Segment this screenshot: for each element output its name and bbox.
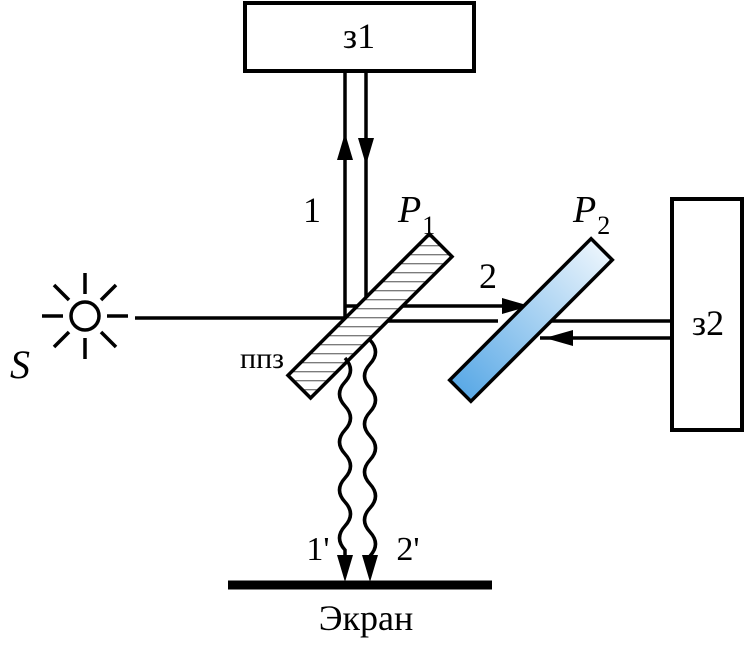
screen-label: Экран: [319, 598, 414, 638]
output-beams: [337, 338, 378, 570]
beam-2-right-arrow-icon: [502, 298, 530, 314]
source-label: S: [10, 342, 30, 387]
plate-2-label: P2: [572, 189, 610, 240]
beam-1-label: 1: [303, 190, 321, 230]
output-1-arrow-icon: [337, 555, 353, 582]
light-source-icon: [42, 273, 128, 359]
beam-1-up-arrow-icon: [337, 133, 353, 160]
mirror-1: з1: [243, 1, 476, 73]
mirror-2: з2: [670, 197, 744, 432]
mirror-2-label: з2: [692, 303, 724, 343]
output-2-label: 2': [396, 531, 419, 568]
beam-1-path: [343, 71, 368, 318]
beam-splitter-plate: [285, 231, 455, 401]
mirror-1-label: з1: [343, 16, 375, 56]
plate-1-label: P1: [397, 189, 435, 240]
beam-2-label: 2: [479, 256, 497, 296]
output-1-label: 1': [306, 531, 329, 568]
beam-2-left-arrow-icon: [545, 330, 573, 346]
output-2-arrow-icon: [362, 555, 378, 582]
beam-1-down-arrow-icon: [358, 138, 374, 165]
compensating-plate: [447, 236, 615, 404]
splitter-label: ппз: [240, 342, 284, 375]
